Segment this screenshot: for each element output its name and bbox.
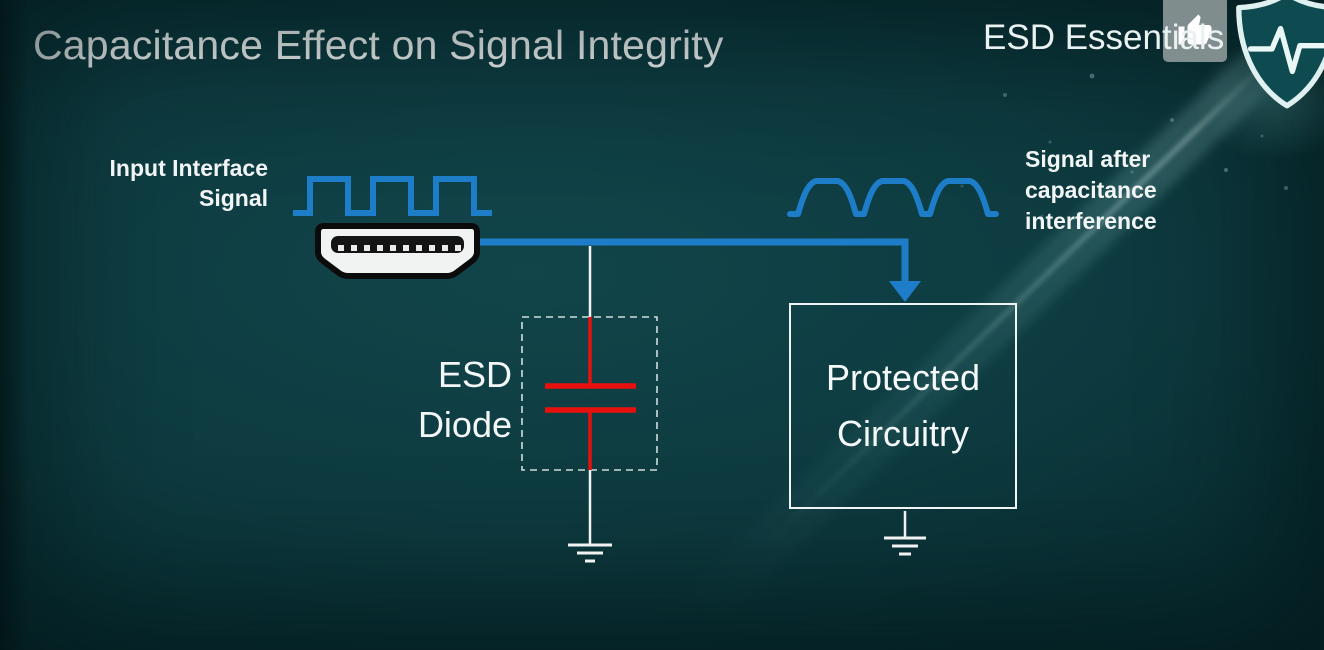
ground-symbol-left (568, 543, 612, 563)
protected-circuitry-line2: Circuitry (837, 413, 969, 454)
esd-shield-logo-icon (1232, 0, 1324, 110)
input-signal-label-line1: Input Interface (109, 155, 268, 181)
hdmi-connector-icon (315, 223, 480, 279)
output-signal-label-line2: capacitance (1025, 177, 1157, 203)
background-dots (960, 73, 1288, 218)
distorted-signal-waveform (787, 178, 999, 217)
esd-diode-label: ESD Diode (360, 350, 512, 450)
left-edge-shadow (0, 0, 28, 650)
esd-diode-label-line2: Diode (417, 404, 512, 445)
signal-bus-wire (478, 238, 909, 283)
brand-text: ESD Essentials (983, 18, 1225, 57)
capacitor-symbol (545, 317, 636, 470)
protected-circuitry-box: Protected Circuitry (789, 303, 1017, 509)
output-signal-label: Signal after capacitance interference (1025, 144, 1157, 237)
thumbs-up-icon (1163, 0, 1227, 62)
input-signal-label-line2: Signal (198, 185, 268, 211)
esd-diode-label-line1: ESD (437, 354, 512, 395)
input-signal-label: Input Interface Signal (60, 153, 268, 213)
ground-symbol-right (884, 536, 926, 556)
protected-circuitry-line1: Protected (825, 357, 981, 398)
signal-arrowhead (889, 281, 921, 302)
slide-title: Capacitance Effect on Signal Integrity (33, 22, 724, 68)
thumbs-up-glyph (1178, 14, 1212, 45)
output-signal-label-line1: Signal after (1025, 146, 1151, 172)
output-signal-label-line3: interference (1025, 208, 1157, 234)
clean-signal-waveform (293, 176, 492, 216)
shield-svg (1236, 0, 1324, 109)
